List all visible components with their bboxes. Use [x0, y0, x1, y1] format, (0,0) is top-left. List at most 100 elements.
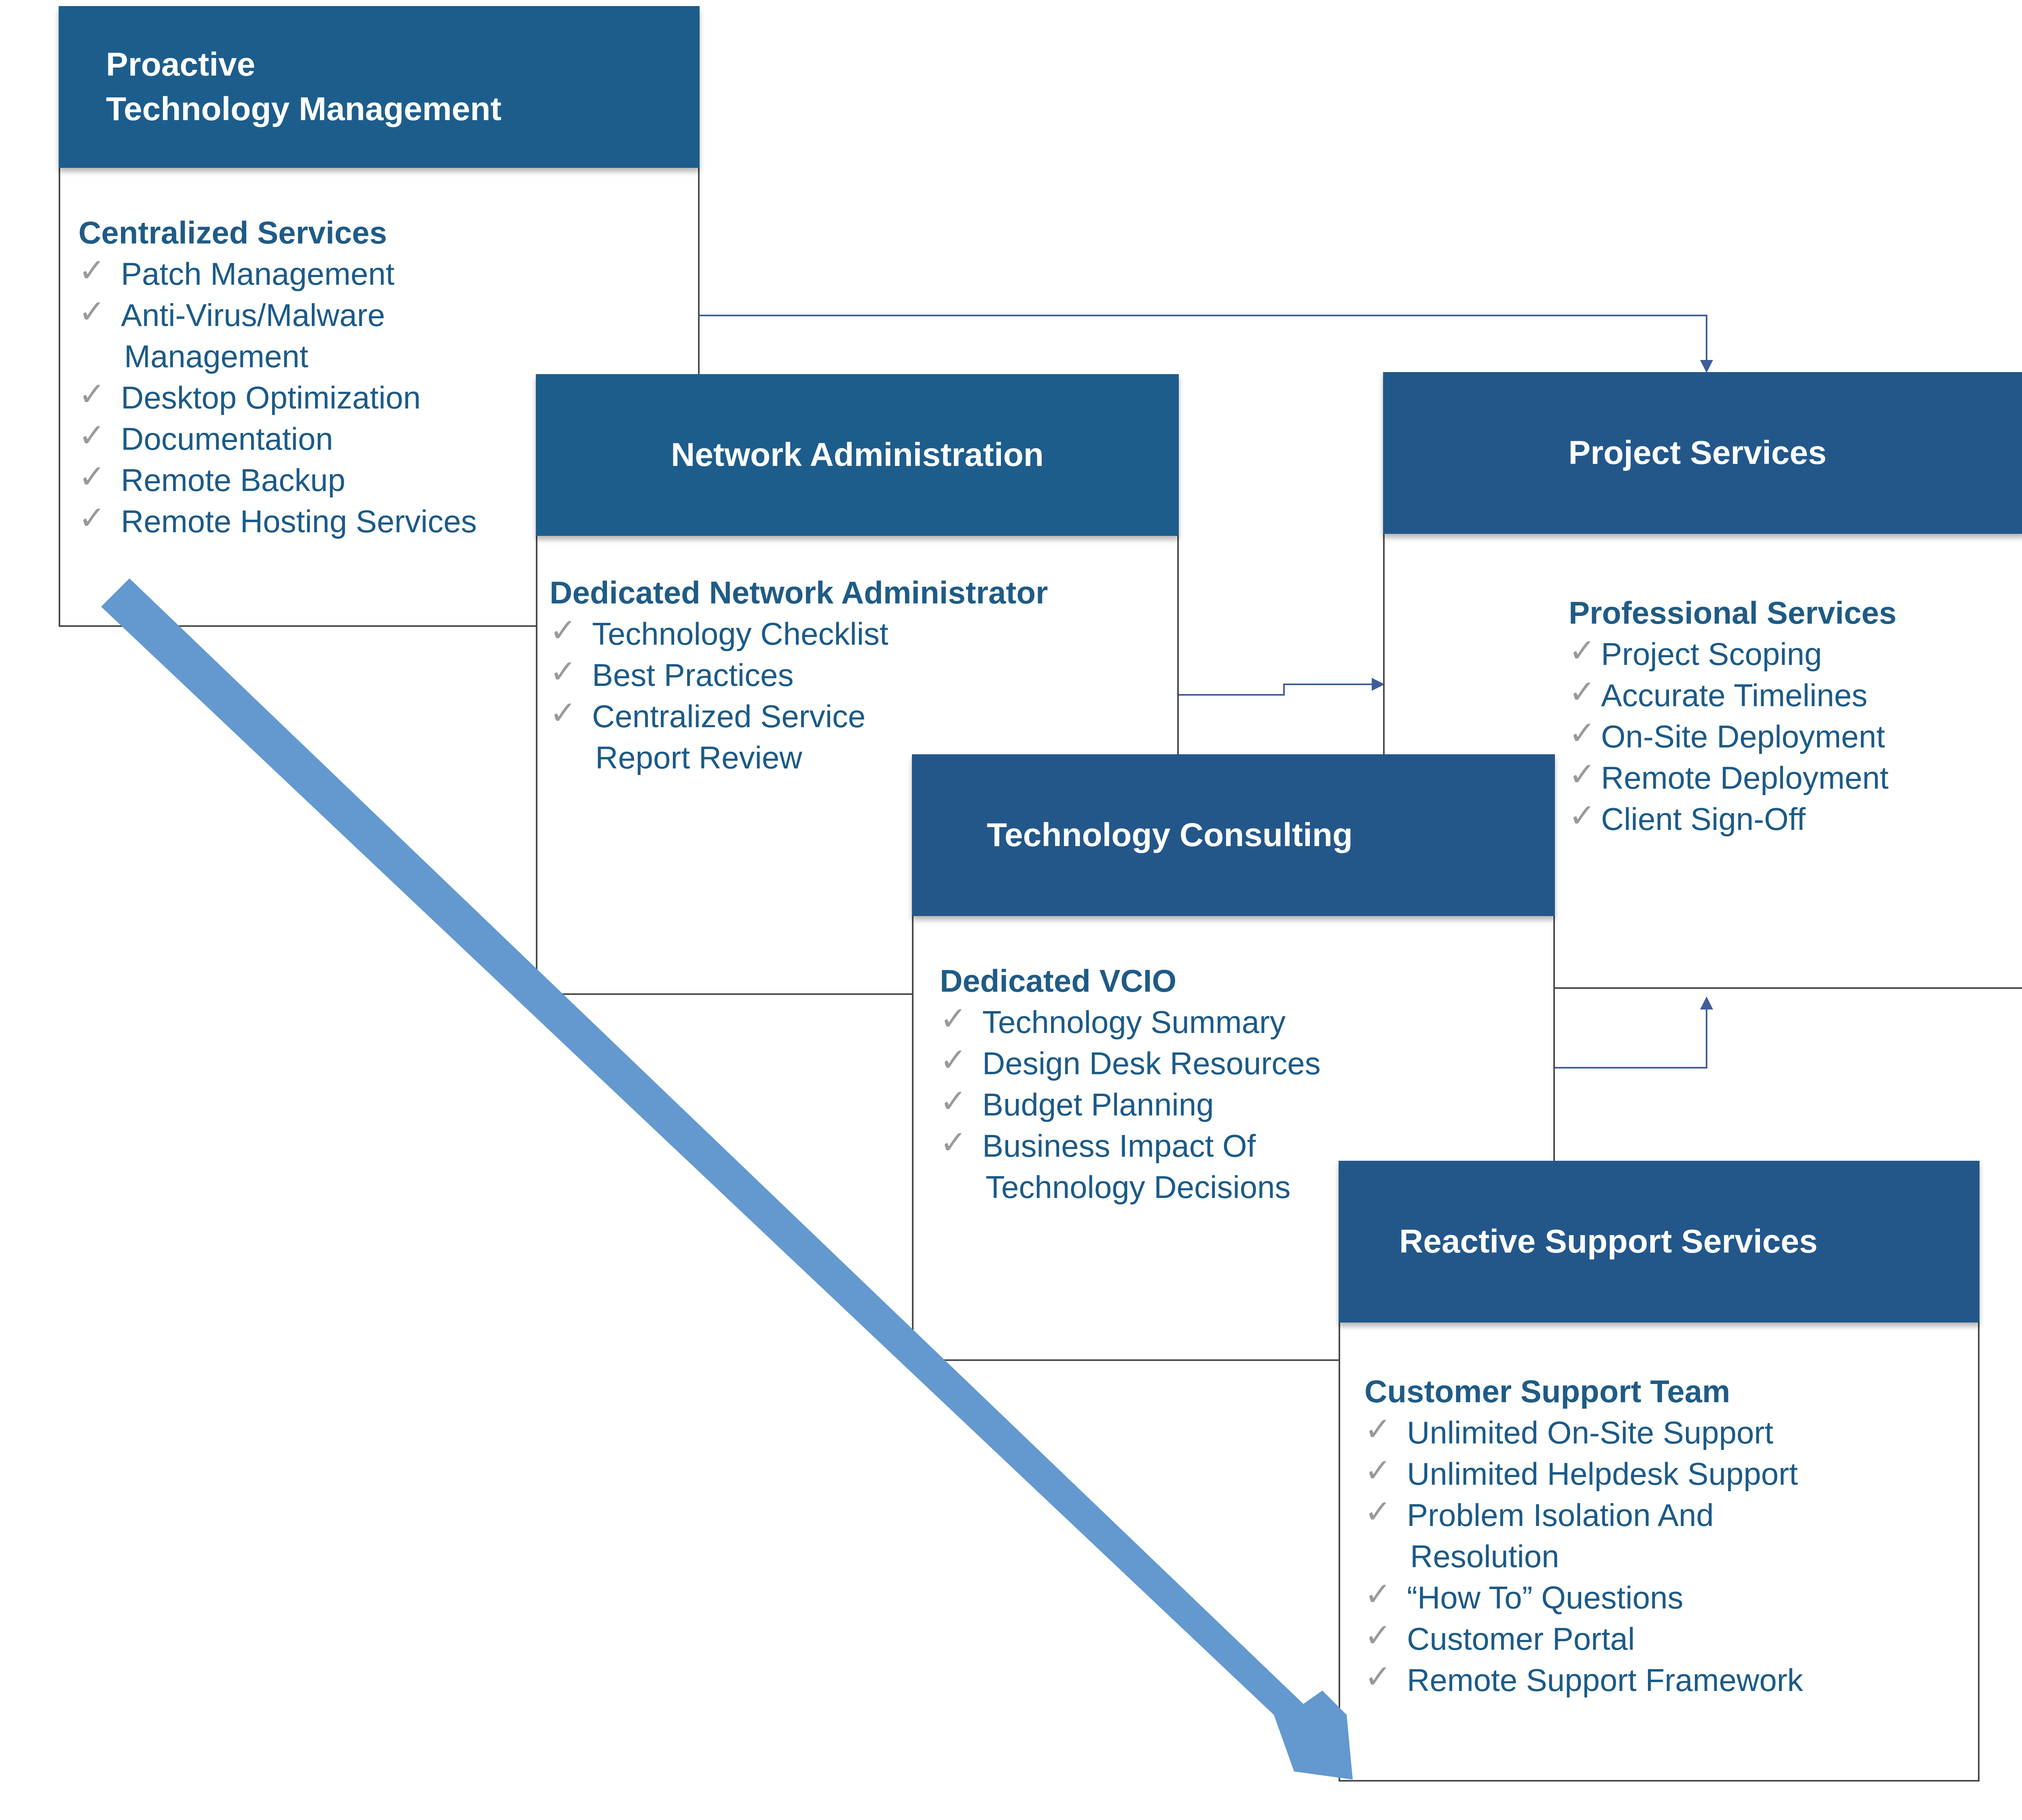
checklist-item: ✓Remote Deployment	[1569, 756, 2022, 798]
checklist-item-label: Desktop Optimization	[121, 380, 421, 415]
checkmark-icon: ✓	[1569, 632, 1596, 669]
checkmark-icon: ✓	[78, 458, 106, 495]
card-title-proactive: Proactive Technology Management	[106, 42, 501, 131]
checklist-item: ✓ Technology Summary	[940, 1000, 1553, 1043]
checkmark-icon: ✓	[1569, 756, 1596, 793]
checklist-item-label: Remote Hosting Services	[121, 504, 477, 539]
checklist-item: ✓ Remote Backup	[78, 458, 698, 501]
checkmark-icon: ✓	[1364, 1617, 1392, 1654]
checklist-item-label: Customer Portal	[1407, 1621, 1635, 1657]
checklist-item-label: Unlimited Helpdesk Support	[1407, 1456, 1798, 1492]
checkmark-icon: ✓	[1364, 1493, 1392, 1530]
card-body-project: Professional Services ✓Project Scoping ✓…	[1569, 592, 2022, 840]
card-body-network: Dedicated Network Administrator ✓ Technol…	[550, 572, 1177, 778]
checkmark-icon: ✓	[78, 417, 106, 454]
section-title-centralized-services: Centralized Services	[78, 215, 387, 250]
checklist-item: ✓ Remote Hosting Services	[78, 499, 698, 542]
checklist-reactive: ✓ Unlimited On-Site Support ✓ Unlimited He…	[1364, 1410, 1978, 1701]
checkmark-icon: ✓	[1364, 1575, 1392, 1613]
checklist-item: ✓On-Site Deployment	[1569, 714, 2022, 757]
checkmark-icon: ✓	[1569, 797, 1596, 834]
checklist-item: ✓ “How To” Questions	[1364, 1575, 1978, 1618]
checklist-item-label-continued: Management	[124, 339, 309, 374]
card-header-project: Project Services	[1383, 372, 2022, 534]
checklist-item-label: Design Desk Resources	[982, 1045, 1321, 1081]
checklist-item: ✓ Design Desk Resources	[940, 1041, 1553, 1084]
checklist-item: ✓ Budget Planning	[940, 1082, 1553, 1125]
checkmark-icon: ✓	[550, 653, 577, 690]
checkmark-icon: ✓	[78, 499, 106, 537]
card-title-line-2: Technology Management	[106, 91, 502, 127]
checklist-network: ✓ Technology Checklist ✓ Best Practices ✓ C…	[550, 612, 1177, 778]
checklist-item-label-continued: Resolution	[1410, 1539, 1559, 1574]
checklist-item: ✓ Customer Portal	[1364, 1617, 1978, 1659]
checklist-item-label: Patch Management	[121, 256, 395, 292]
checkmark-icon: ✓	[78, 375, 106, 413]
checklist-item-label: Client Sign-Off	[1601, 801, 1806, 837]
checklist-item: ✓ Patch Management	[78, 252, 698, 294]
card-header-proactive: Proactive Technology Management	[59, 6, 700, 168]
checkmark-icon: ✓	[940, 1082, 967, 1120]
checklist-item: ✓ Desktop Optimization	[78, 375, 698, 418]
checkmark-icon: ✓	[940, 1124, 967, 1161]
card-title-network: Network Administration	[671, 436, 1044, 473]
connector-proactive-to-project	[696, 315, 1713, 373]
checkmark-icon: ✓	[1569, 714, 1596, 752]
card-title-line-1: Proactive	[106, 46, 256, 83]
checklist-item-label: Project Scoping	[1601, 636, 1822, 672]
checklist-item-label: Business Impact Of	[982, 1128, 1256, 1164]
card-proactive-technology-management: Proactive Technology Management Centrali…	[59, 6, 700, 627]
card-header-reactive: Reactive Support Services	[1339, 1161, 1980, 1323]
card-title-project: Project Services	[1568, 434, 1827, 471]
checkmark-icon: ✓	[550, 612, 577, 649]
checkmark-icon: ✓	[940, 1041, 967, 1079]
checklist-item-label: Anti-Virus/Malware	[121, 297, 385, 333]
connector-consulting-to-project	[1555, 997, 1713, 1069]
checklist-item-label: “How To” Questions	[1407, 1580, 1684, 1615]
card-header-network: Network Administration	[536, 374, 1179, 536]
checklist-item-label: Budget Planning	[982, 1087, 1214, 1122]
checkmark-icon: ✓	[940, 1000, 967, 1037]
card-reactive-support-services: Reactive Support Services Customer Suppo…	[1339, 1161, 1980, 1782]
card-header-consulting: Technology Consulting	[912, 754, 1555, 916]
checklist-item-label: Centralized Service	[592, 698, 866, 734]
checklist-item-label: On-Site Deployment	[1601, 719, 1885, 754]
checkmark-icon: ✓	[1569, 673, 1596, 711]
checklist-item-label: Problem Isolation And	[1407, 1497, 1714, 1533]
checklist-item: ✓Project Scoping	[1569, 632, 2022, 675]
checkmark-icon: ✓	[1364, 1452, 1392, 1489]
checklist-item-label: Unlimited On-Site Support	[1407, 1415, 1774, 1450]
section-title-dedicated-network-administrator: Dedicated Network Administrator	[550, 575, 1048, 610]
checklist-item: ✓Accurate Timelines	[1569, 673, 2022, 716]
checklist-item-label: Technology Checklist	[592, 616, 888, 652]
card-body-reactive: Customer Support Team ✓ Unlimited On-Site…	[1364, 1371, 1978, 1701]
checkmark-icon: ✓	[1364, 1410, 1392, 1448]
checklist-item: ✓ Unlimited On-Site Support	[1364, 1410, 1978, 1453]
card-title-reactive: Reactive Support Services	[1399, 1223, 1818, 1260]
checkmark-icon: ✓	[550, 694, 577, 732]
checkmark-icon: ✓	[78, 293, 106, 330]
checklist-item-label: Technology Summary	[982, 1004, 1286, 1040]
checklist-item: ✓ Documentation	[78, 417, 698, 459]
checkmark-icon: ✓	[78, 252, 106, 289]
checklist-item-label: Best Practices	[592, 657, 794, 693]
checklist-item-label: Remote Deployment	[1601, 760, 1889, 796]
checklist-item-label: Accurate Timelines	[1601, 677, 1868, 713]
checklist-item-label: Remote Support Framework	[1407, 1662, 1803, 1698]
checklist-item: ✓ Technology Checklist	[550, 612, 1177, 654]
checklist-item: ✓ Unlimited Helpdesk Support	[1364, 1452, 1978, 1494]
section-title-dedicated-vcio: Dedicated VCIO	[940, 963, 1177, 999]
checkmark-icon: ✓	[1364, 1658, 1392, 1695]
connector-network-to-project	[1179, 678, 1385, 696]
checklist-item: ✓ Best Practices	[550, 653, 1177, 696]
card-body-proactive: Centralized Services ✓ Patch Management ✓…	[78, 212, 698, 542]
checklist-item-label: Remote Backup	[121, 462, 345, 498]
checklist-project: ✓Project Scoping ✓Accurate Timelines ✓On…	[1569, 632, 2022, 840]
section-title-professional-services: Professional Services	[1569, 595, 1897, 631]
section-title-customer-support-team: Customer Support Team	[1364, 1373, 1730, 1409]
card-title-consulting: Technology Consulting	[987, 817, 1353, 853]
checklist-item-label: Documentation	[121, 421, 333, 457]
